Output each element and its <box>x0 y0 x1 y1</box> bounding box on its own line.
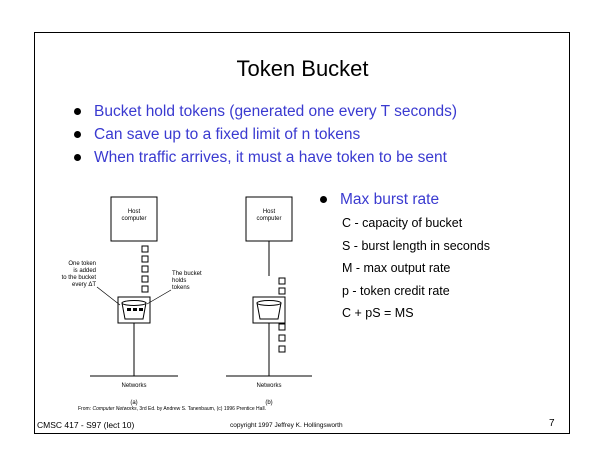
bucket-holds-pointer <box>146 289 172 305</box>
book-title: Computer Networks <box>92 406 137 412</box>
sub-item: C + pS = MS <box>342 306 414 320</box>
packet-square <box>141 285 149 293</box>
bullet-item: Can save up to a fixed limit of n tokens <box>72 126 457 149</box>
host-label-b-2: computer <box>256 216 281 222</box>
networks-label-b: Networks <box>256 383 281 389</box>
diagram-b: Host computer Networks (b) <box>226 196 312 406</box>
bullet-list: Bucket hold tokens (generated one every … <box>72 103 457 172</box>
packet-square <box>278 287 286 295</box>
token-icon <box>139 308 143 311</box>
bucket-rim-icon-a <box>121 300 147 306</box>
packet-square <box>141 245 149 253</box>
bullet-dot-icon <box>74 131 81 138</box>
bullet-item: Bucket hold tokens (generated one every … <box>72 103 457 126</box>
token-added-pointer <box>96 286 121 306</box>
bucket-holds-label-2: holds <box>172 278 186 284</box>
bullet-dot-icon <box>74 108 81 115</box>
slide-title: Token Bucket <box>236 56 369 81</box>
sub-item-list: C - capacity of bucket S - burst length … <box>342 216 490 329</box>
token-bucket-diagram: Host computer One token is added to the … <box>62 196 312 406</box>
packet-square <box>278 277 286 285</box>
packet-square <box>278 323 286 331</box>
bullet-item: When traffic arrives, it must a have tok… <box>72 149 457 172</box>
networks-label-a: Networks <box>121 383 146 389</box>
token-added-label-1: One token <box>68 261 96 267</box>
caption-b: (b) <box>265 400 272 406</box>
token-added-label-3: to the bucket <box>62 275 97 281</box>
host-label-a-1: Host <box>128 209 141 215</box>
caption-a: (a) <box>130 400 137 406</box>
host-label-a-2: computer <box>121 216 146 222</box>
sub-item: p - token credit rate <box>342 283 450 298</box>
figure-credit: From: Computer Networks, 3rd Ed. by Andr… <box>78 406 267 412</box>
slide-frame <box>34 32 570 434</box>
token-icon <box>133 308 137 311</box>
host-computer-box-b <box>245 196 293 242</box>
bucket-holds-label-3: tokens <box>172 285 190 291</box>
diagram-a: Host computer One token is added to the … <box>62 196 202 406</box>
copyright-label: copyright 1997 Jeffrey K. Hollingsworth <box>230 422 343 429</box>
token-icon <box>127 308 131 311</box>
host-label-b-1: Host <box>263 209 276 215</box>
course-label: CMSC 417 - S97 (lect 10) <box>37 420 135 430</box>
bullet-dot-icon <box>74 154 81 161</box>
bucket-holds-label-1: The bucket <box>172 271 202 277</box>
packet-square <box>141 275 149 283</box>
bullet-dot-icon <box>320 196 327 203</box>
packet-square <box>278 345 286 353</box>
token-added-label-4: every ΔT <box>72 282 96 288</box>
packet-square <box>278 334 286 342</box>
sub-item: M - max output rate <box>342 261 451 275</box>
sub-item: C - capacity of bucket <box>342 216 463 230</box>
sub-item: S - burst length in seconds <box>342 238 490 253</box>
host-computer-box-a <box>110 196 158 242</box>
bucket-rim-icon-b <box>256 300 282 306</box>
token-added-label-2: is added <box>73 268 96 274</box>
page-number: 7 <box>549 418 555 429</box>
packet-square <box>141 265 149 273</box>
max-burst-bullet: Max burst rate <box>318 191 439 209</box>
packet-square <box>141 255 149 263</box>
